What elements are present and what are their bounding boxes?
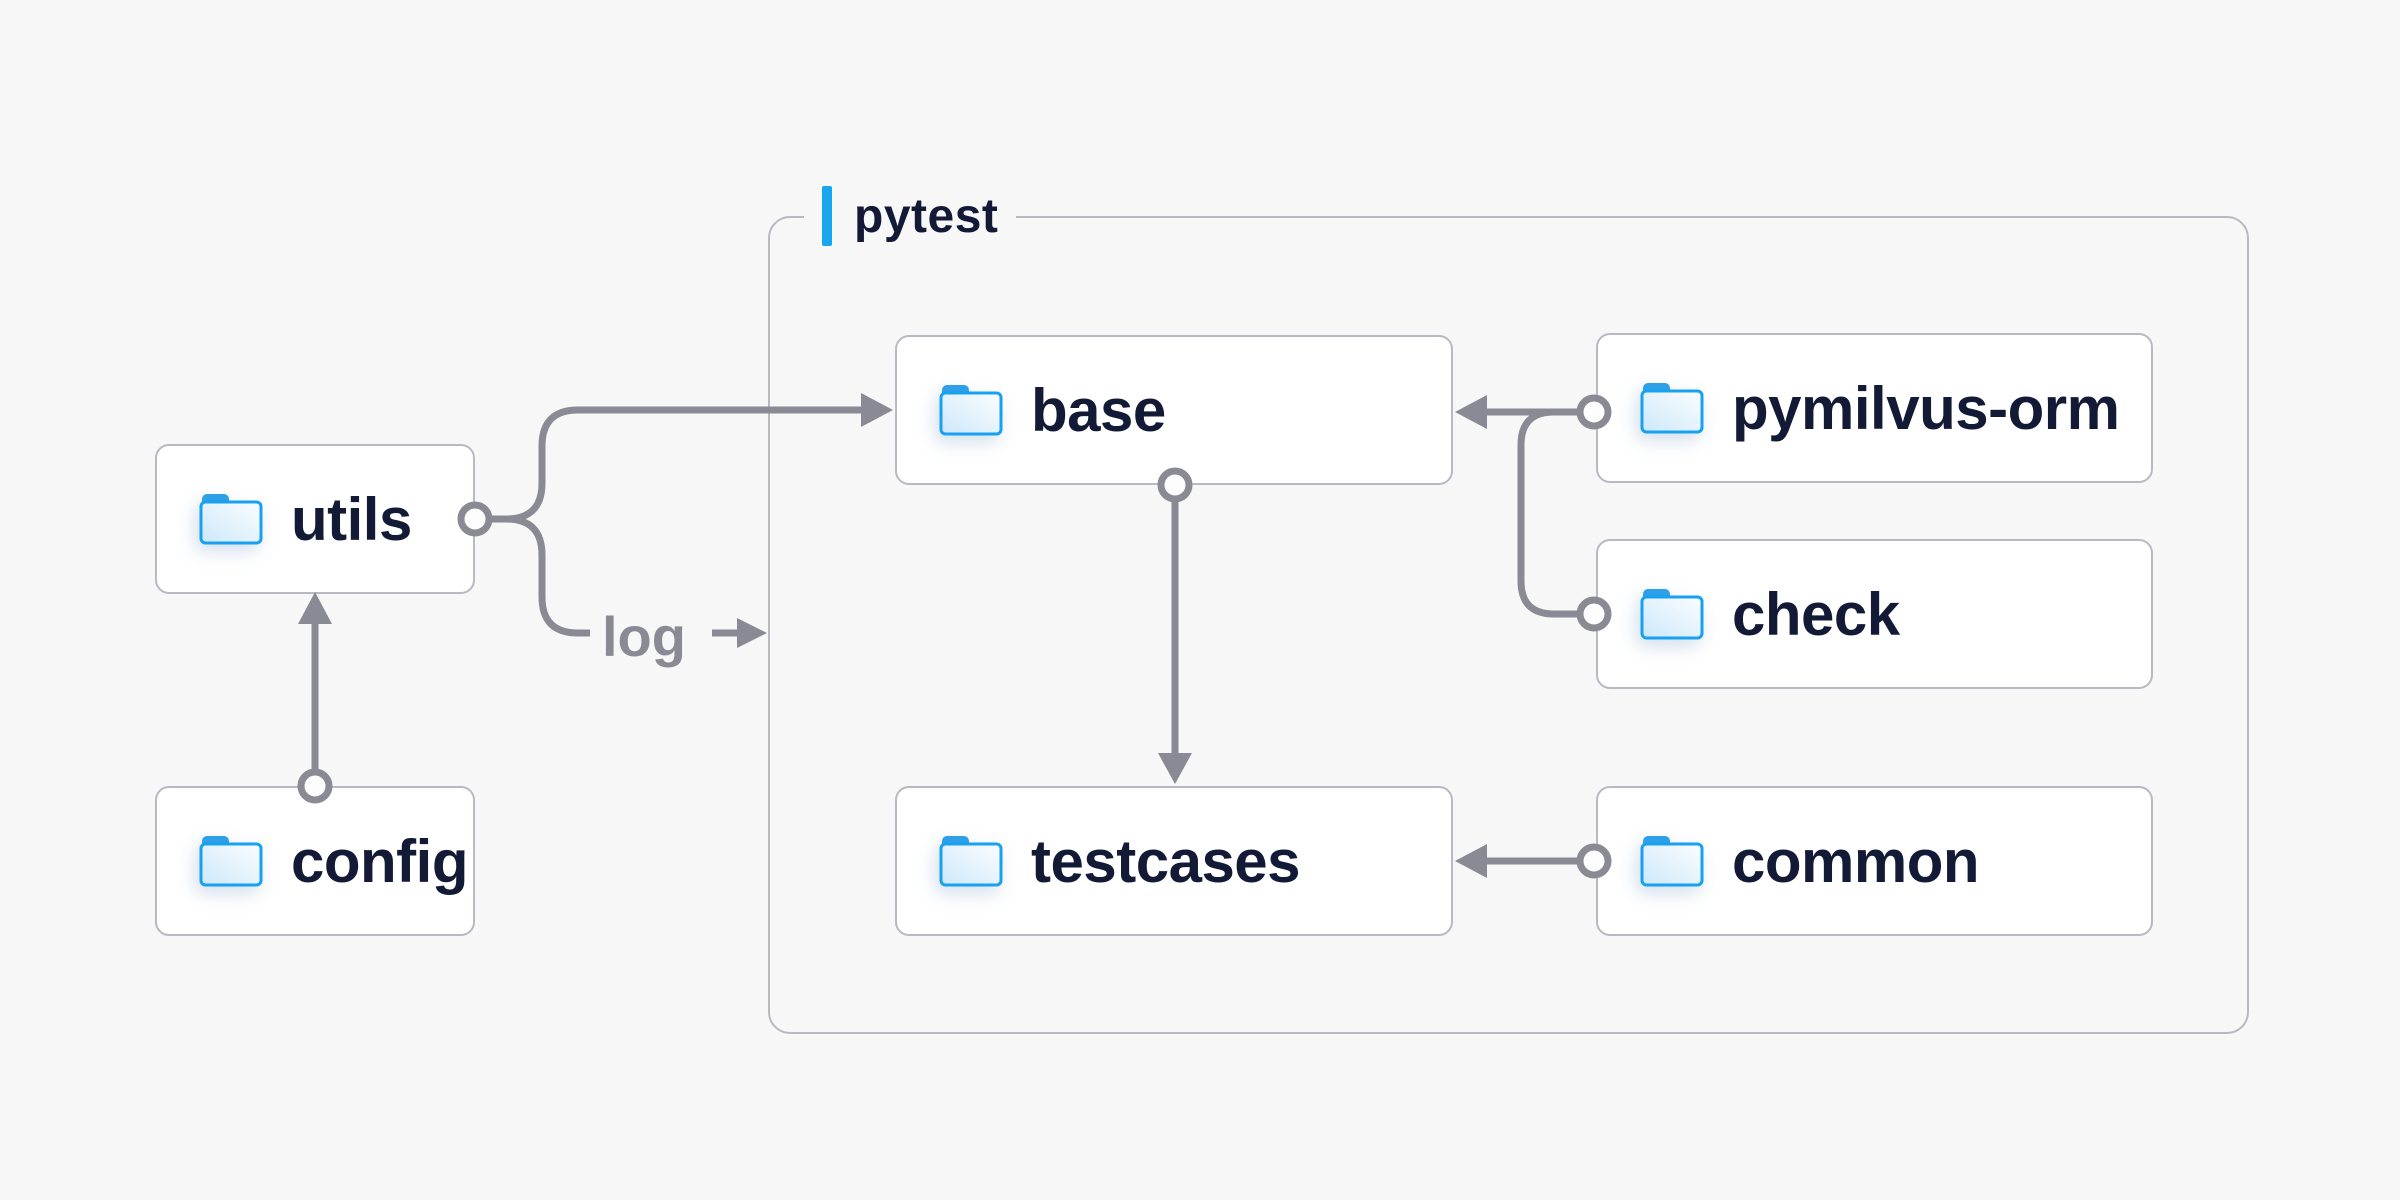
node-label: base: [1031, 376, 1166, 444]
folder-icon: [939, 385, 1003, 436]
edge-config-utils: [297, 592, 333, 804]
node-common: common: [1596, 786, 2153, 936]
log-label: log: [602, 605, 686, 668]
folder-icon: [1640, 383, 1704, 434]
node-label: check: [1732, 580, 1900, 648]
arrowhead-left-icon: [1455, 844, 1487, 878]
node-label: common: [1732, 827, 1980, 895]
arrowhead-down-icon: [1158, 753, 1192, 784]
arrowhead-right-icon: [737, 618, 767, 648]
folder-icon: [1640, 836, 1704, 887]
node-label: testcases: [1031, 827, 1301, 895]
node-pymilvus-orm: pymilvus-orm: [1596, 333, 2153, 483]
folder-icon: [199, 494, 263, 545]
folder-icon: [199, 836, 263, 887]
edge-utils-base: [457, 393, 893, 537]
node-config: config: [155, 786, 475, 936]
pytest-container: [768, 216, 2249, 1034]
pytest-title: pytest: [854, 189, 999, 243]
arrowhead-left-icon: [1455, 395, 1487, 429]
accent-bar-icon: [822, 186, 832, 246]
connector-dot-icon: [297, 768, 333, 804]
pytest-container-label: pytest: [804, 184, 1017, 248]
connector-dot-icon: [1576, 843, 1612, 879]
connector-dot-icon: [1576, 596, 1612, 632]
edge-common-testcases: [1455, 843, 1612, 879]
connector-dot-icon: [1157, 467, 1193, 503]
node-check: check: [1596, 539, 2153, 689]
arrowhead-up-icon: [298, 592, 332, 624]
node-label: config: [291, 827, 468, 895]
node-base: base: [895, 335, 1453, 485]
folder-icon: [939, 836, 1003, 887]
arrowhead-right-icon: [861, 393, 893, 427]
edge-base-testcases: [1157, 467, 1193, 784]
edge-utils-log: [505, 515, 767, 648]
edge-pymilvus-orm-base: [1455, 394, 1612, 430]
node-testcases: testcases: [895, 786, 1453, 936]
edge-check-base: [1517, 408, 1612, 632]
node-label: utils: [291, 485, 412, 553]
folder-icon: [1640, 589, 1704, 640]
connector-dot-icon: [1576, 394, 1612, 430]
connector-dot-icon: [457, 501, 493, 537]
node-label: pymilvus-orm: [1732, 374, 2120, 442]
